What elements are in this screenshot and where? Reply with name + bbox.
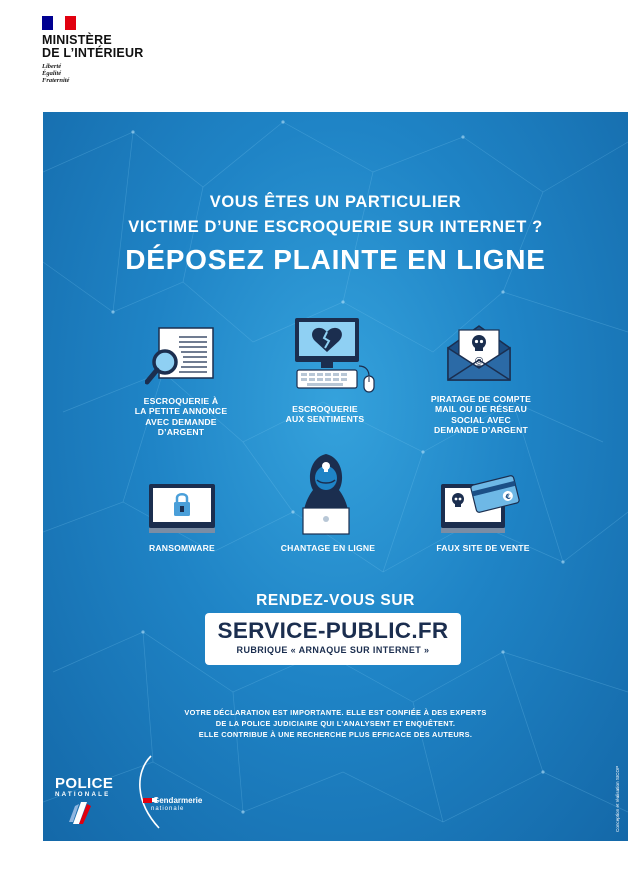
french-flag-icon	[42, 16, 76, 30]
info-line-1: VOTRE DÉCLARATION EST IMPORTANTE. ELLE E…	[184, 708, 487, 717]
hooded-hacker-icon	[302, 454, 350, 535]
network-background	[43, 120, 628, 823]
label-line: LA PETITE ANNONCE	[134, 406, 228, 417]
info-line-3: ELLE CONTRIBUE À UNE RECHERCHE PLUS EFFI…	[198, 730, 473, 739]
poster: VOUS ÊTES UN PARTICULIER VICTIME D’UNE E…	[43, 112, 628, 841]
label-line: AUX SENTIMENTS	[285, 414, 365, 425]
service-public-box[interactable]: SERVICE-PUBLIC.FR RUBRIQUE « ARNAQUE SUR…	[205, 613, 461, 665]
document-magnifier-icon	[145, 327, 214, 385]
gendarmerie-sub: nationale	[151, 806, 185, 812]
label-sentiments: ESCROQUERIE AUX SENTIMENTS	[275, 404, 375, 425]
headline: DÉPOSEZ PLAINTE EN LIGNE	[125, 244, 546, 275]
motto-liberte: Liberté	[42, 63, 62, 70]
tricolor-flame-icon	[69, 802, 91, 824]
label-line: SOCIAL AVEC	[451, 414, 511, 425]
ministry-line-1: MINISTÈRE	[42, 33, 112, 47]
police-sub: NATIONALE	[55, 791, 111, 798]
svg-text:€: €	[504, 492, 512, 501]
flag-white	[53, 16, 65, 30]
gendarmerie-logo: Gendarmerie nationale	[133, 752, 202, 837]
label-line: RANSOMWARE	[149, 543, 215, 553]
flag-red	[64, 16, 76, 30]
flag-blue	[42, 16, 54, 30]
police-nationale-logo: POLICE NATIONALE	[55, 775, 113, 826]
police-word: POLICE	[55, 775, 114, 792]
label-line: ESCROQUERIE À	[143, 396, 219, 406]
title-line-1: VOUS ÊTES UN PARTICULIER	[209, 193, 462, 211]
motto: Liberté Égalité Fraternité	[42, 63, 242, 85]
label-line: PIRATAGE DE COMPTE	[430, 394, 532, 404]
label-line: CHANTAGE EN LIGNE	[280, 543, 376, 553]
fake-shop-card-icon: €	[441, 475, 520, 533]
credit-vertical: Conception et réalisation SICOP	[609, 762, 620, 832]
broken-heart-computer-icon	[295, 318, 375, 393]
label-line: MAIL OU DE RÉSEAU	[434, 404, 528, 415]
gendarmerie-word: Gendarmerie	[143, 796, 202, 805]
gendarmerie-arc-icon	[139, 755, 160, 829]
rubric-text: RUBRIQUE « ARNAQUE SUR INTERNET »	[236, 645, 430, 655]
label-line: DEMANDE D’ARGENT	[434, 425, 528, 436]
label-line: ESCROQUERIE	[292, 404, 358, 414]
label-line: AVEC DEMANDE	[145, 416, 217, 427]
label-chantage: CHANTAGE EN LIGNE	[269, 543, 387, 553]
label-line: FAUX SITE DE VENTE	[436, 543, 530, 553]
cta-intro: RENDEZ-VOUS SUR	[256, 592, 415, 609]
info-line-2: DE LA POLICE JUDICIAIRE QUI L’ANALYSENT …	[215, 719, 456, 728]
svg-text:@: @	[475, 356, 484, 366]
gendarmerie-flag-icon	[143, 798, 152, 803]
label-faux-site: FAUX SITE DE VENTE	[429, 543, 537, 553]
label-line: D’ARGENT	[157, 427, 205, 438]
locked-monitor-icon	[149, 484, 215, 533]
label-petite-annonce: ESCROQUERIE À LA PETITE ANNONCE AVEC DEM…	[121, 396, 241, 438]
motto-egalite: Égalité	[42, 70, 62, 78]
credit-text: Conception et réalisation SICOP	[615, 765, 620, 832]
ministry-logo: MINISTÈRE DE L’INTÉRIEUR Liberté Égalité…	[42, 16, 242, 96]
label-piratage: PIRATAGE DE COMPTE MAIL OU DE RÉSEAU SOC…	[419, 394, 543, 436]
gendarmerie-text: Gendarmerie	[153, 796, 203, 805]
envelope-skull-icon: @	[447, 325, 511, 381]
motto-fraternite: Fraternité	[42, 77, 70, 85]
ministry-name: MINISTÈRE DE L’INTÉRIEUR	[42, 34, 242, 60]
ministry-line-2: DE L’INTÉRIEUR	[42, 46, 144, 60]
title-line-2: VICTIME D’UNE ESCROQUERIE SUR INTERNET ?	[128, 218, 543, 236]
label-ransomware: RANSOMWARE	[122, 543, 242, 553]
service-public-link[interactable]: SERVICE-PUBLIC.FR	[217, 618, 449, 643]
